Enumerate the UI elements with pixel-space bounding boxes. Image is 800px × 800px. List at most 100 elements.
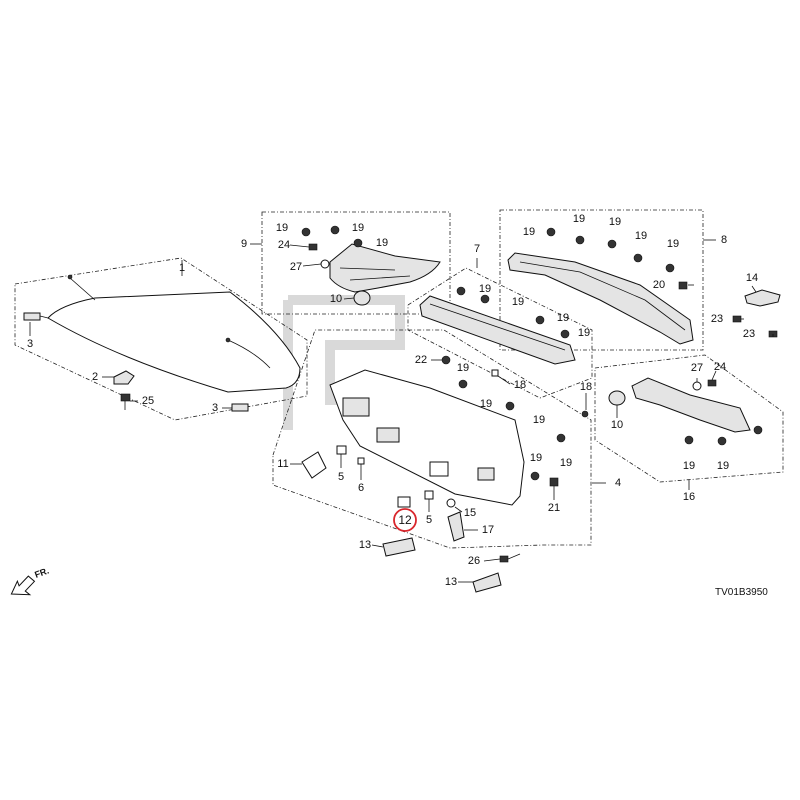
callout-25: 25 bbox=[142, 395, 154, 407]
callout-3a: 3 bbox=[27, 338, 33, 350]
callout-19-19: 19 bbox=[717, 460, 729, 472]
callout-19-12: 19 bbox=[578, 327, 590, 339]
fasteners-19 bbox=[301, 225, 763, 481]
group-box-16 bbox=[594, 354, 784, 483]
pin-part-3a bbox=[23, 312, 49, 321]
callout-19-9: 19 bbox=[479, 283, 491, 295]
callout-19-3: 19 bbox=[376, 237, 388, 249]
callout-3b: 3 bbox=[212, 402, 218, 414]
clip-part-27b bbox=[692, 381, 702, 391]
callout-13b: 13 bbox=[445, 576, 457, 588]
callout-19-11: 19 bbox=[557, 312, 569, 324]
clip-part-10b bbox=[608, 390, 626, 406]
lamp-part-12 bbox=[397, 496, 411, 508]
callout-18b: 18 bbox=[580, 381, 592, 393]
callout-24a: 24 bbox=[278, 239, 290, 251]
cover-part-11 bbox=[301, 451, 327, 479]
screw-part-24b bbox=[707, 379, 717, 387]
highlight-ring bbox=[393, 508, 417, 532]
leader-lines bbox=[29, 239, 774, 583]
callout-19-2: 19 bbox=[352, 222, 364, 234]
clip-part-6 bbox=[357, 457, 365, 465]
callout-5a: 5 bbox=[338, 471, 344, 483]
group-box-8 bbox=[499, 209, 704, 351]
callout-20: 20 bbox=[653, 279, 665, 291]
callout-19-5: 19 bbox=[573, 213, 585, 225]
callout-4: 4 bbox=[615, 477, 621, 489]
callout-19-14: 19 bbox=[480, 398, 492, 410]
group-box-7 bbox=[407, 267, 593, 399]
callout-21: 21 bbox=[548, 502, 560, 514]
screw-part-26 bbox=[499, 553, 521, 563]
callout-19-16: 19 bbox=[530, 452, 542, 464]
callout-16: 16 bbox=[683, 491, 695, 503]
front-direction-marker: FR. bbox=[10, 566, 50, 596]
upper-trim-strip-part-7 bbox=[419, 295, 576, 365]
callout-5b: 5 bbox=[426, 514, 432, 526]
side-trim-part-16 bbox=[631, 377, 751, 433]
clip-part-20 bbox=[678, 281, 688, 290]
bolt-part-25 bbox=[120, 393, 131, 410]
arrow-left-icon bbox=[10, 575, 36, 596]
bracket-part-14 bbox=[744, 289, 781, 307]
callout-19-17: 19 bbox=[560, 457, 572, 469]
callout-19-6: 19 bbox=[609, 216, 621, 228]
callout-19-10: 19 bbox=[512, 296, 524, 308]
callout-13a: 13 bbox=[359, 539, 371, 551]
corner-trim-part-9 bbox=[329, 243, 441, 293]
callout-19-18: 19 bbox=[683, 460, 695, 472]
callout-11: 11 bbox=[277, 458, 288, 470]
clip-part-5b bbox=[424, 490, 434, 500]
hook-part-2 bbox=[113, 370, 135, 385]
callout-19-13: 19 bbox=[457, 362, 469, 374]
screw-part-23a bbox=[732, 315, 742, 323]
callout-labels: 1 2 3 3 4 5 5 6 7 8 9 10 10 11 12 13 13 … bbox=[27, 213, 758, 588]
handle-part-13a bbox=[382, 537, 416, 557]
clip-part-18 bbox=[491, 369, 499, 377]
callout-17: 17 bbox=[482, 524, 494, 536]
callout-9: 9 bbox=[241, 238, 247, 250]
front-marker-label: FR. bbox=[33, 566, 50, 580]
clip-part-10a bbox=[353, 290, 371, 306]
callout-1: 1 bbox=[179, 262, 185, 274]
callout-24b: 24 bbox=[714, 361, 726, 373]
callout-27a: 27 bbox=[290, 261, 302, 273]
callout-10b: 10 bbox=[611, 419, 623, 431]
callout-18a: 18 bbox=[514, 379, 526, 391]
handle-part-13b bbox=[472, 572, 502, 593]
tailgate-lining-part-4 bbox=[329, 369, 525, 506]
callout-10a: 10 bbox=[330, 293, 342, 305]
callout-19-1: 19 bbox=[276, 222, 288, 234]
callout-27b: 27 bbox=[691, 362, 703, 374]
callout-19-7: 19 bbox=[635, 230, 647, 242]
cover-part-17 bbox=[447, 511, 465, 542]
group-box-9 bbox=[261, 211, 451, 315]
group-box-4 bbox=[272, 329, 592, 549]
pin-part-3b bbox=[231, 403, 249, 412]
callout-6: 6 bbox=[358, 482, 364, 494]
callout-12: 12 bbox=[398, 513, 412, 527]
screw-part-24a bbox=[308, 243, 318, 251]
callout-8: 8 bbox=[721, 234, 727, 246]
callout-2: 2 bbox=[92, 371, 98, 383]
callout-7: 7 bbox=[474, 243, 480, 255]
callout-15: 15 bbox=[464, 507, 476, 519]
diagram-code: TV01B3950 bbox=[715, 587, 768, 598]
callout-19-4: 19 bbox=[523, 226, 535, 238]
clip-part-21 bbox=[549, 477, 559, 487]
callout-23a: 23 bbox=[711, 313, 723, 325]
clip-part-27a bbox=[320, 259, 330, 269]
callout-22: 22 bbox=[415, 354, 427, 366]
callout-19-15: 19 bbox=[533, 414, 545, 426]
callout-19-8: 19 bbox=[667, 238, 679, 250]
callout-14: 14 bbox=[746, 272, 758, 284]
upper-garnish-part-8 bbox=[507, 252, 694, 345]
clip-part-5a bbox=[336, 445, 347, 455]
tonneau-cover-part bbox=[47, 274, 301, 393]
clip-part-22 bbox=[441, 355, 451, 365]
callout-23b: 23 bbox=[743, 328, 755, 340]
clip-part-15 bbox=[446, 498, 456, 508]
group-box-1 bbox=[14, 257, 308, 421]
